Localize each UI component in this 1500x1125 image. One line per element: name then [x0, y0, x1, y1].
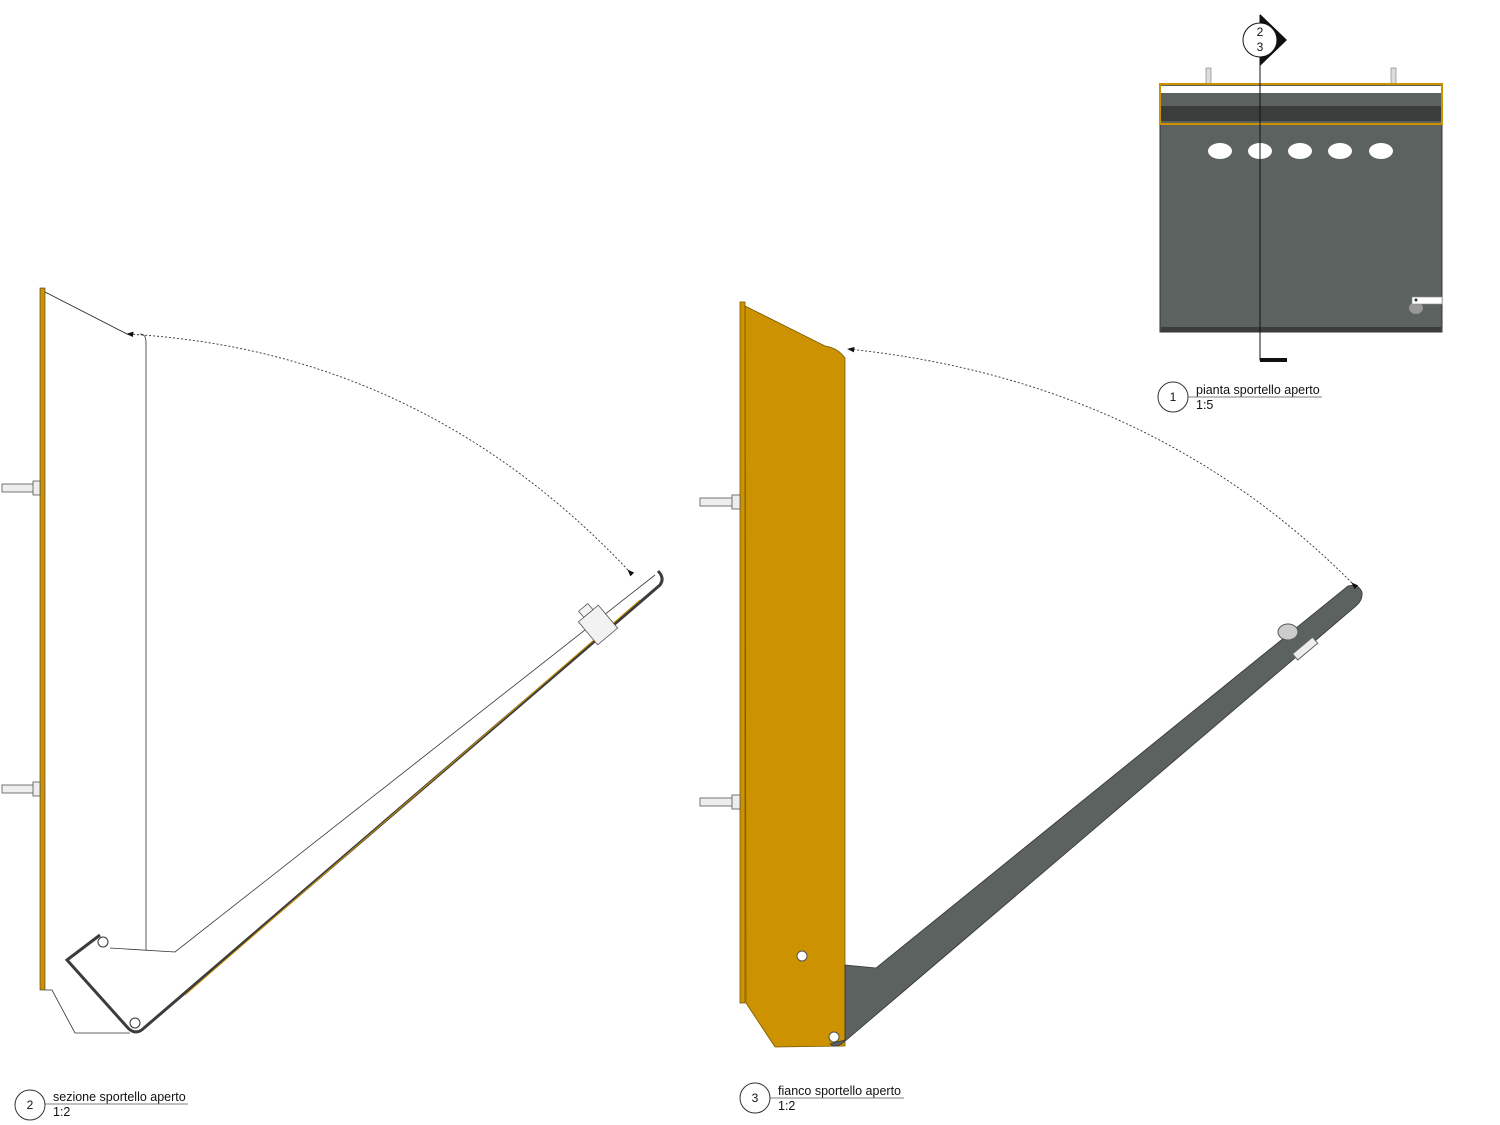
- closed-door-outline: [139, 333, 147, 950]
- view-label-1: 1 pianta sportello aperto 1:5: [1157, 381, 1322, 413]
- swing-arc: [126, 331, 635, 577]
- svg-text:1:5: 1:5: [1196, 398, 1213, 412]
- bolt: [699, 494, 741, 810]
- svg-text:1:2: 1:2: [778, 1099, 795, 1113]
- view-label-3: 3 fianco sportello aperto 1:2: [739, 1082, 904, 1114]
- pivot-hole: [97, 936, 109, 948]
- handle: [1411, 296, 1443, 305]
- handle-knob: [1409, 302, 1423, 314]
- bolt: [1, 480, 41, 797]
- plan-view: 2 3: [1159, 14, 1443, 362]
- door-arm-section: [64, 569, 664, 1034]
- svg-text:3: 3: [1257, 40, 1264, 54]
- pivot-hole: [828, 1031, 840, 1043]
- latch: [577, 602, 619, 646]
- svg-text:2: 2: [1257, 25, 1264, 39]
- svg-text:pianta sportello aperto: pianta sportello aperto: [1196, 383, 1320, 397]
- svg-text:3: 3: [752, 1091, 759, 1105]
- svg-text:1: 1: [1170, 390, 1177, 404]
- pivot-hole: [796, 950, 808, 962]
- door-arm-side: [829, 584, 1363, 1047]
- view-label-2: 2 sezione sportello aperto 1:2: [14, 1089, 188, 1121]
- leader-line: [44, 291, 128, 335]
- pivot-hole: [129, 1017, 141, 1029]
- latch: [1277, 623, 1299, 641]
- svg-text:2: 2: [27, 1098, 34, 1112]
- section-marker: [1242, 22, 1278, 58]
- svg-text:sezione sportello aperto: sezione sportello aperto: [53, 1090, 186, 1104]
- svg-text:1:2: 1:2: [53, 1105, 70, 1119]
- side-panel: [744, 305, 846, 1048]
- door-plate: [1159, 83, 1443, 333]
- section-view: [1, 287, 664, 1034]
- wall-plate: [39, 287, 46, 991]
- svg-text:fianco sportello aperto: fianco sportello aperto: [778, 1084, 901, 1098]
- side-view: [699, 301, 1363, 1048]
